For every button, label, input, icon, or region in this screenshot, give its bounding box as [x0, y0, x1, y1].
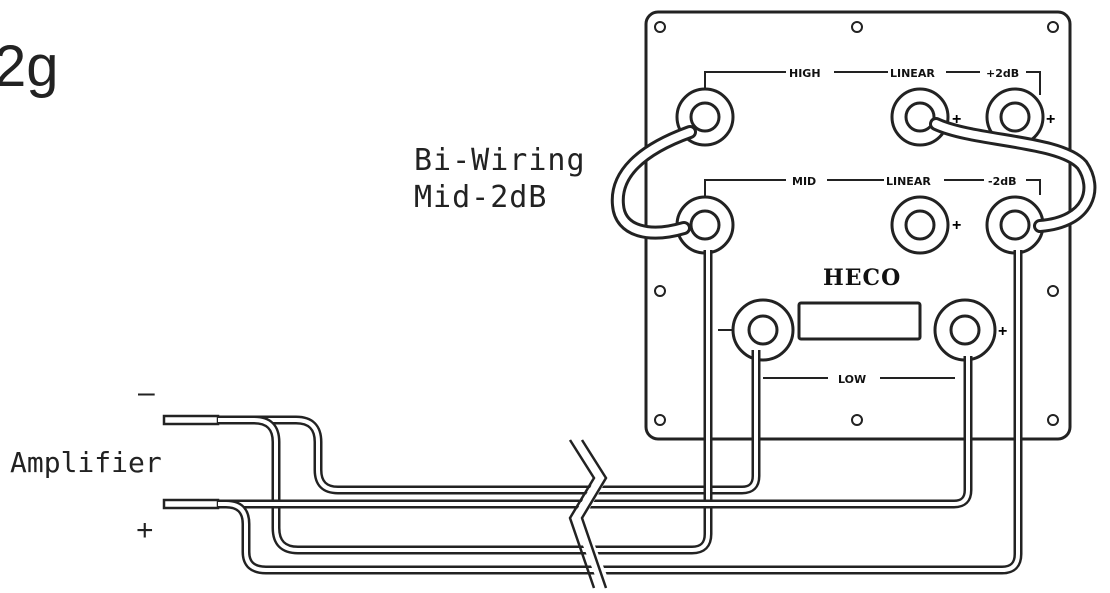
bridge-jumpers — [610, 117, 1097, 240]
caption-line-2: Mid-2dB — [414, 180, 547, 215]
amplifier-plus-terminal — [162, 498, 220, 510]
plus-mark-high-linear: + — [952, 111, 961, 128]
terminals — [675, 87, 1045, 362]
amplifier-plus-sign: + — [136, 514, 154, 547]
label-high-linear: LINEAR — [890, 67, 935, 80]
terminal-mid-linear — [890, 195, 950, 255]
label-slot — [797, 301, 922, 341]
label-mid: MID — [792, 175, 816, 188]
brand-logo: HECO — [823, 265, 901, 291]
label-mid-linear: LINEAR — [886, 175, 931, 188]
terminal-high-linear — [890, 87, 950, 147]
caption-line-1: Bi-Wiring — [414, 143, 586, 178]
cable-break-symbol — [568, 439, 612, 589]
terminal-low-plus — [933, 298, 997, 362]
label-low: LOW — [838, 373, 866, 386]
cable-plus-to-low — [218, 356, 973, 509]
amplifier-minus-sign: – — [138, 376, 155, 409]
amplifier-minus-terminal — [162, 414, 220, 426]
mounting-holes — [654, 21, 1059, 426]
cable-minus-to-mid — [218, 250, 713, 555]
plus-mark-low: + — [998, 323, 1007, 340]
terminal-low-minus — [731, 298, 795, 362]
amplifier-label: Amplifier — [10, 446, 162, 479]
label-plus-2db: +2dB — [986, 67, 1019, 80]
speaker-cables — [218, 250, 1023, 575]
label-high: HIGH — [789, 67, 821, 80]
plus-mark-plus-2db: + — [1046, 111, 1055, 128]
label-minus-2db: -2dB — [988, 175, 1016, 188]
cable-plus-to-minus-2db — [218, 250, 1023, 575]
plus-mark-mid-linear: + — [952, 217, 961, 234]
cable-minus-to-low — [218, 350, 761, 495]
terminal-plate: HIGH LINEAR +2dB MID LINEAR -2dB LOW HEC… — [644, 10, 1072, 441]
amplifier-terminals — [162, 414, 220, 510]
figure-label: 2g — [0, 34, 59, 99]
terminal-plus-2db — [985, 87, 1045, 147]
